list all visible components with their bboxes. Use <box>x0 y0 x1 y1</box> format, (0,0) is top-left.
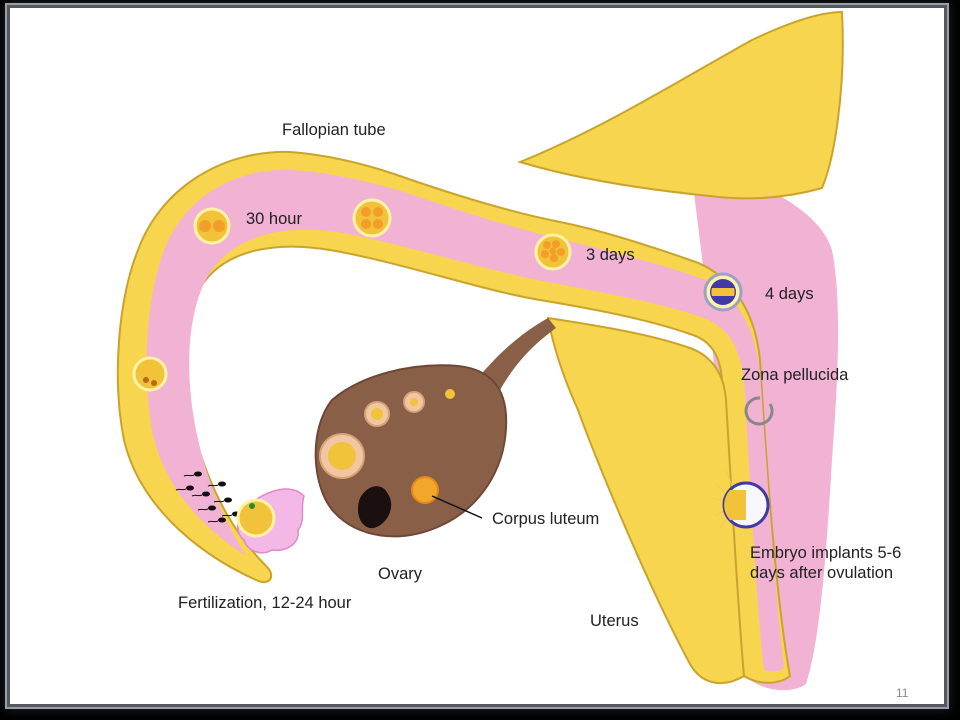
follicle-primordial <box>445 389 455 399</box>
label-30-hour: 30 hour <box>246 210 302 228</box>
endometrium-vessels <box>711 469 733 529</box>
uterus-fundus <box>516 10 844 200</box>
implanting-embryo-mass <box>724 490 746 520</box>
morula-cells <box>541 240 565 262</box>
label-embryo-implants-2: days after ovulation <box>750 564 894 582</box>
slide-number: 11 <box>896 686 909 700</box>
two-cell-embryo <box>193 207 231 245</box>
zygote <box>132 356 168 392</box>
zygote-pronucleus-1 <box>143 377 149 383</box>
label-4-days: 4 days <box>765 285 814 303</box>
two-cell-blastomere-1 <box>199 220 211 232</box>
label-corpus-luteum: Corpus luteum <box>492 510 600 528</box>
two-cell-blastomere-2 <box>213 220 225 232</box>
reproductive-diagram <box>116 10 844 691</box>
corpus-luteum-pointer <box>431 495 483 519</box>
ovarian-ligament <box>478 318 556 390</box>
fertilized-egg <box>236 498 276 538</box>
four-cell-blastomere-1 <box>361 207 371 217</box>
zygote-pronucleus-2 <box>151 380 157 386</box>
follicle-small-oocyte <box>410 398 418 406</box>
sperm-entry <box>249 503 255 509</box>
label-3-days: 3 days <box>586 246 635 264</box>
uterus-wall <box>546 316 746 685</box>
four-cell-blastomere-2 <box>373 207 383 217</box>
blastocyst-inner-cell-mass <box>711 288 735 296</box>
tube-lumen <box>146 169 785 672</box>
label-uterus: Uterus <box>590 612 639 630</box>
label-fertilization: Fertilization, 12-24 hour <box>178 594 352 612</box>
corpus-luteum <box>411 476 439 504</box>
four-cell-embryo <box>352 198 392 238</box>
follicle-medium-oocyte <box>371 408 383 420</box>
zona-pellucida-shell <box>744 396 774 426</box>
follicle-large-oocyte <box>328 442 356 470</box>
label-embryo-implants: Embryo implants 5-6 <box>750 544 902 562</box>
ovulation-rupture <box>357 486 392 529</box>
label-zona-pellucida: Zona pellucida <box>741 366 849 384</box>
label-ovary: Ovary <box>378 565 423 583</box>
slide: Fallopian tube 30 hour 3 days 4 days Zon… <box>10 8 944 704</box>
four-cell-blastomere-4 <box>373 219 383 229</box>
label-fallopian-tube: Fallopian tube <box>282 121 386 139</box>
four-cell-blastomere-3 <box>361 219 371 229</box>
sperm-cells <box>175 471 240 523</box>
